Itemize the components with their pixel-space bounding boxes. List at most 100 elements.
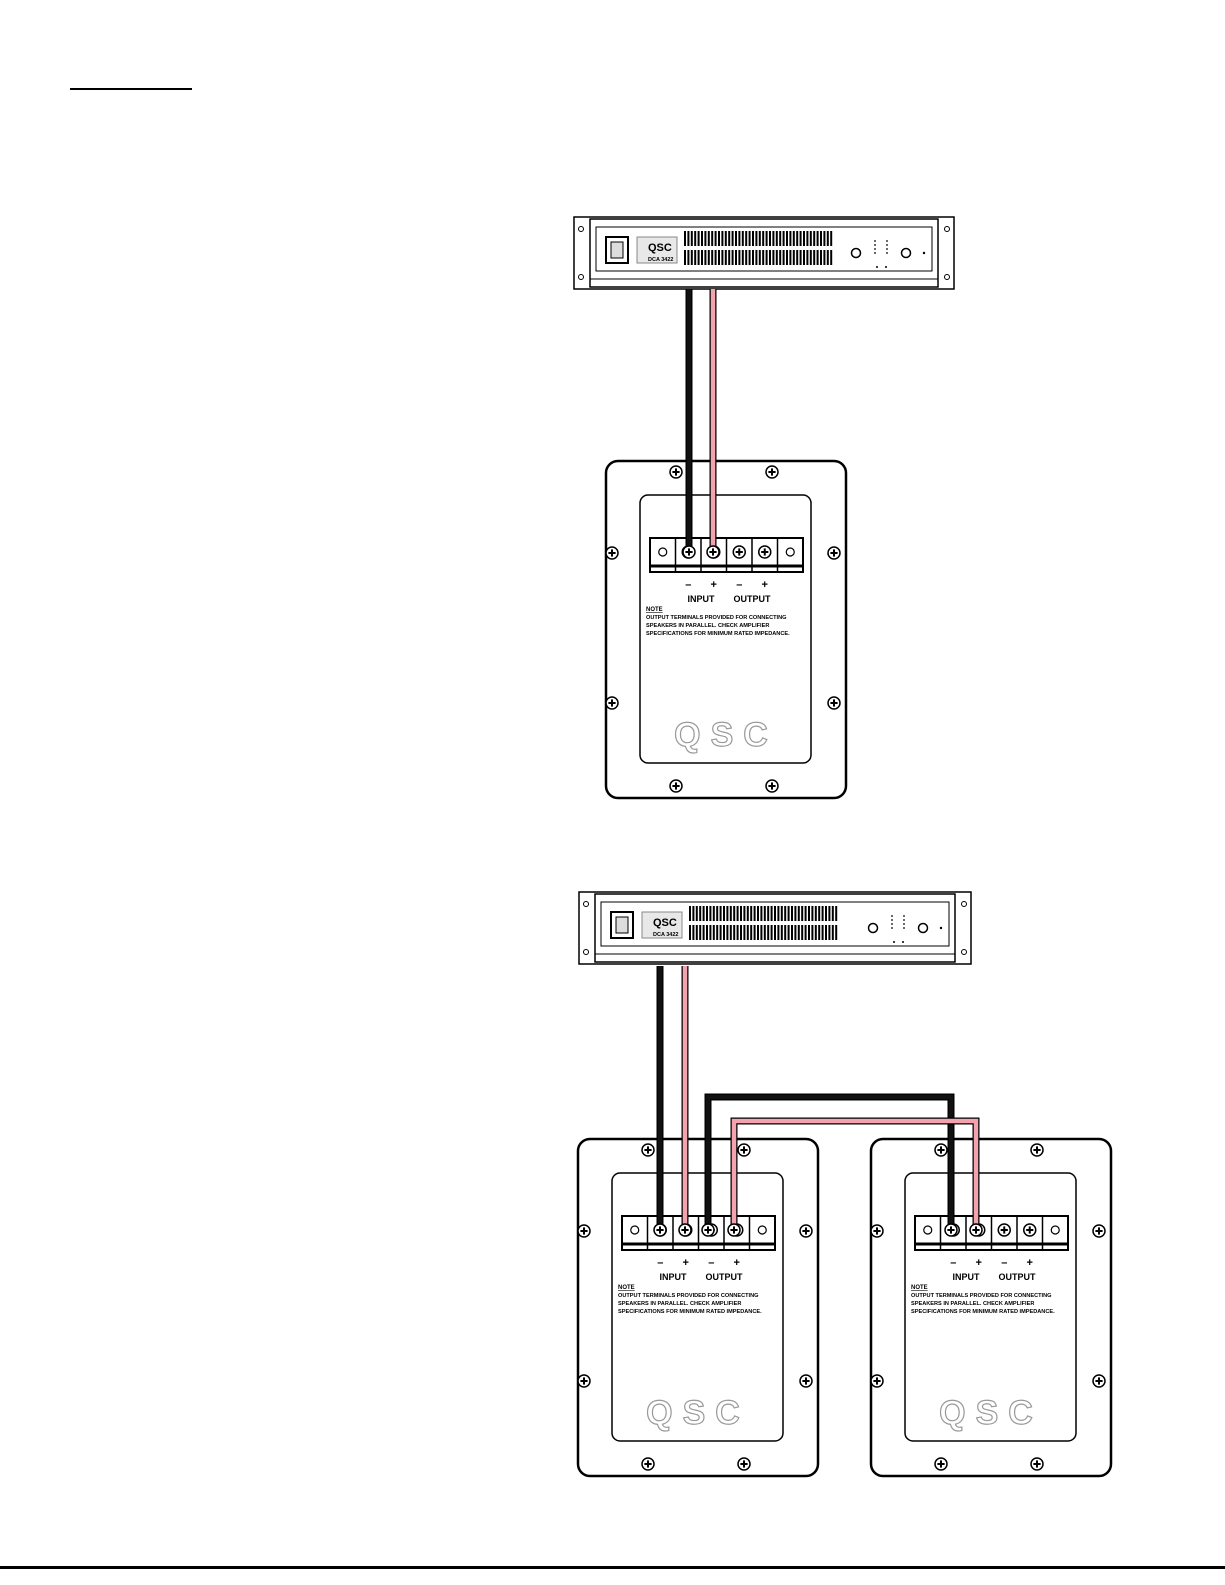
led-indicator [886, 248, 888, 250]
note-title: NOTE [618, 1285, 635, 1291]
vent-slot [746, 925, 749, 940]
vent-slot [828, 906, 831, 921]
led-indicator [902, 941, 904, 943]
vent-slot [787, 925, 790, 940]
vent-slot [797, 906, 800, 921]
vent-slot [770, 906, 773, 921]
note-line: SPEAKERS IN PARALLEL. CHECK AMPLIFIER [618, 1301, 741, 1307]
mounting-screw-icon [870, 1224, 884, 1238]
vent-slot [825, 906, 827, 921]
vent-slot [835, 906, 838, 921]
vent-slot [748, 231, 751, 246]
vent-slot [808, 925, 810, 940]
mounting-screw-icon [1030, 1457, 1044, 1471]
led-indicator [922, 251, 926, 255]
vent-slot [786, 250, 788, 265]
power-switch-rocker [615, 916, 629, 934]
vent-slot [769, 250, 771, 265]
input-plus-label: + [711, 579, 717, 591]
vent-slot [750, 906, 753, 921]
vent-slot [789, 231, 792, 246]
vent-slot [718, 250, 720, 265]
vent-slot [813, 250, 816, 265]
vent-slot [794, 925, 797, 940]
vent-slot [706, 925, 708, 940]
vent-slot [804, 906, 807, 921]
mounting-screw-icon [1030, 1143, 1044, 1157]
vent-slot [721, 231, 724, 246]
vent-slot [684, 250, 686, 265]
vent-slot [707, 231, 710, 246]
wired-terminal-icon [701, 1223, 715, 1237]
vent-slot [767, 925, 770, 940]
vent-slot [820, 231, 822, 246]
led-indicator [891, 919, 893, 921]
vent-slot [758, 231, 761, 246]
mounting-screw-icon [827, 696, 841, 710]
vent-slot [724, 231, 727, 246]
vent-slot [729, 925, 732, 940]
vent-slot [809, 231, 812, 246]
vent-slot [740, 925, 742, 940]
mounting-screw-icon [641, 1143, 655, 1157]
mounting-screw-icon [605, 546, 619, 560]
qsc-logo: QSC [646, 1394, 750, 1432]
input-minus-label: – [657, 1257, 663, 1269]
vent-slot [689, 906, 691, 921]
vent-slot [714, 250, 717, 265]
led-indicator [939, 926, 943, 930]
led-indicator [886, 252, 888, 254]
vent-slot [814, 906, 817, 921]
vent-slot [716, 906, 719, 921]
mounting-screw-icon [870, 1374, 884, 1388]
vent-slot [721, 250, 724, 265]
vent-slot [724, 250, 727, 265]
vent-slot [750, 925, 753, 940]
note-line: SPECIFICATIONS FOR MINIMUM RATED IMPEDAN… [911, 1309, 1055, 1315]
vent-slot [741, 250, 744, 265]
input-label: INPUT [688, 594, 716, 604]
vent-slot [733, 906, 736, 921]
output-positive-terminal-icon [1023, 1223, 1037, 1237]
vent-slot [811, 906, 814, 921]
output-plus-label: + [762, 579, 768, 591]
vent-slot [769, 231, 771, 246]
output-negative-terminal-icon [732, 545, 746, 559]
vent-slot [774, 925, 776, 940]
footer-rule [0, 1566, 1225, 1569]
vent-slot [757, 906, 759, 921]
input-minus-label: – [685, 579, 691, 591]
vent-slot [692, 925, 695, 940]
vent-slot [806, 231, 809, 246]
vent-slot [701, 231, 703, 246]
mounting-screw-icon [737, 1457, 751, 1471]
led-indicator [876, 266, 878, 268]
led-indicator [874, 248, 876, 250]
vent-slot [719, 906, 722, 921]
vent-slot [782, 250, 785, 265]
vent-slot [792, 250, 795, 265]
mounting-screw-icon [577, 1224, 591, 1238]
vent-slot [772, 231, 775, 246]
amp-brand-logo: QSC [653, 917, 677, 929]
vent-slot [820, 250, 822, 265]
note-title: NOTE [911, 1285, 928, 1291]
gain-knob-icon [850, 247, 862, 259]
note-line: OUTPUT TERMINALS PROVIDED FOR CONNECTING [911, 1293, 1051, 1299]
note-line: OUTPUT TERMINALS PROVIDED FOR CONNECTING [646, 615, 786, 621]
vent-slot [816, 250, 819, 265]
vent-slot [796, 231, 799, 246]
vent-slot [772, 250, 775, 265]
mounting-screw-icon [765, 779, 779, 793]
vent-slot [690, 250, 693, 265]
vent-slot [763, 906, 766, 921]
rack-hole [944, 274, 950, 280]
mounting-screw-icon [799, 1224, 813, 1238]
vent-slot [774, 906, 776, 921]
vent-slot [735, 250, 737, 265]
gain-knob-icon [917, 922, 929, 934]
vent-slot [728, 231, 731, 246]
